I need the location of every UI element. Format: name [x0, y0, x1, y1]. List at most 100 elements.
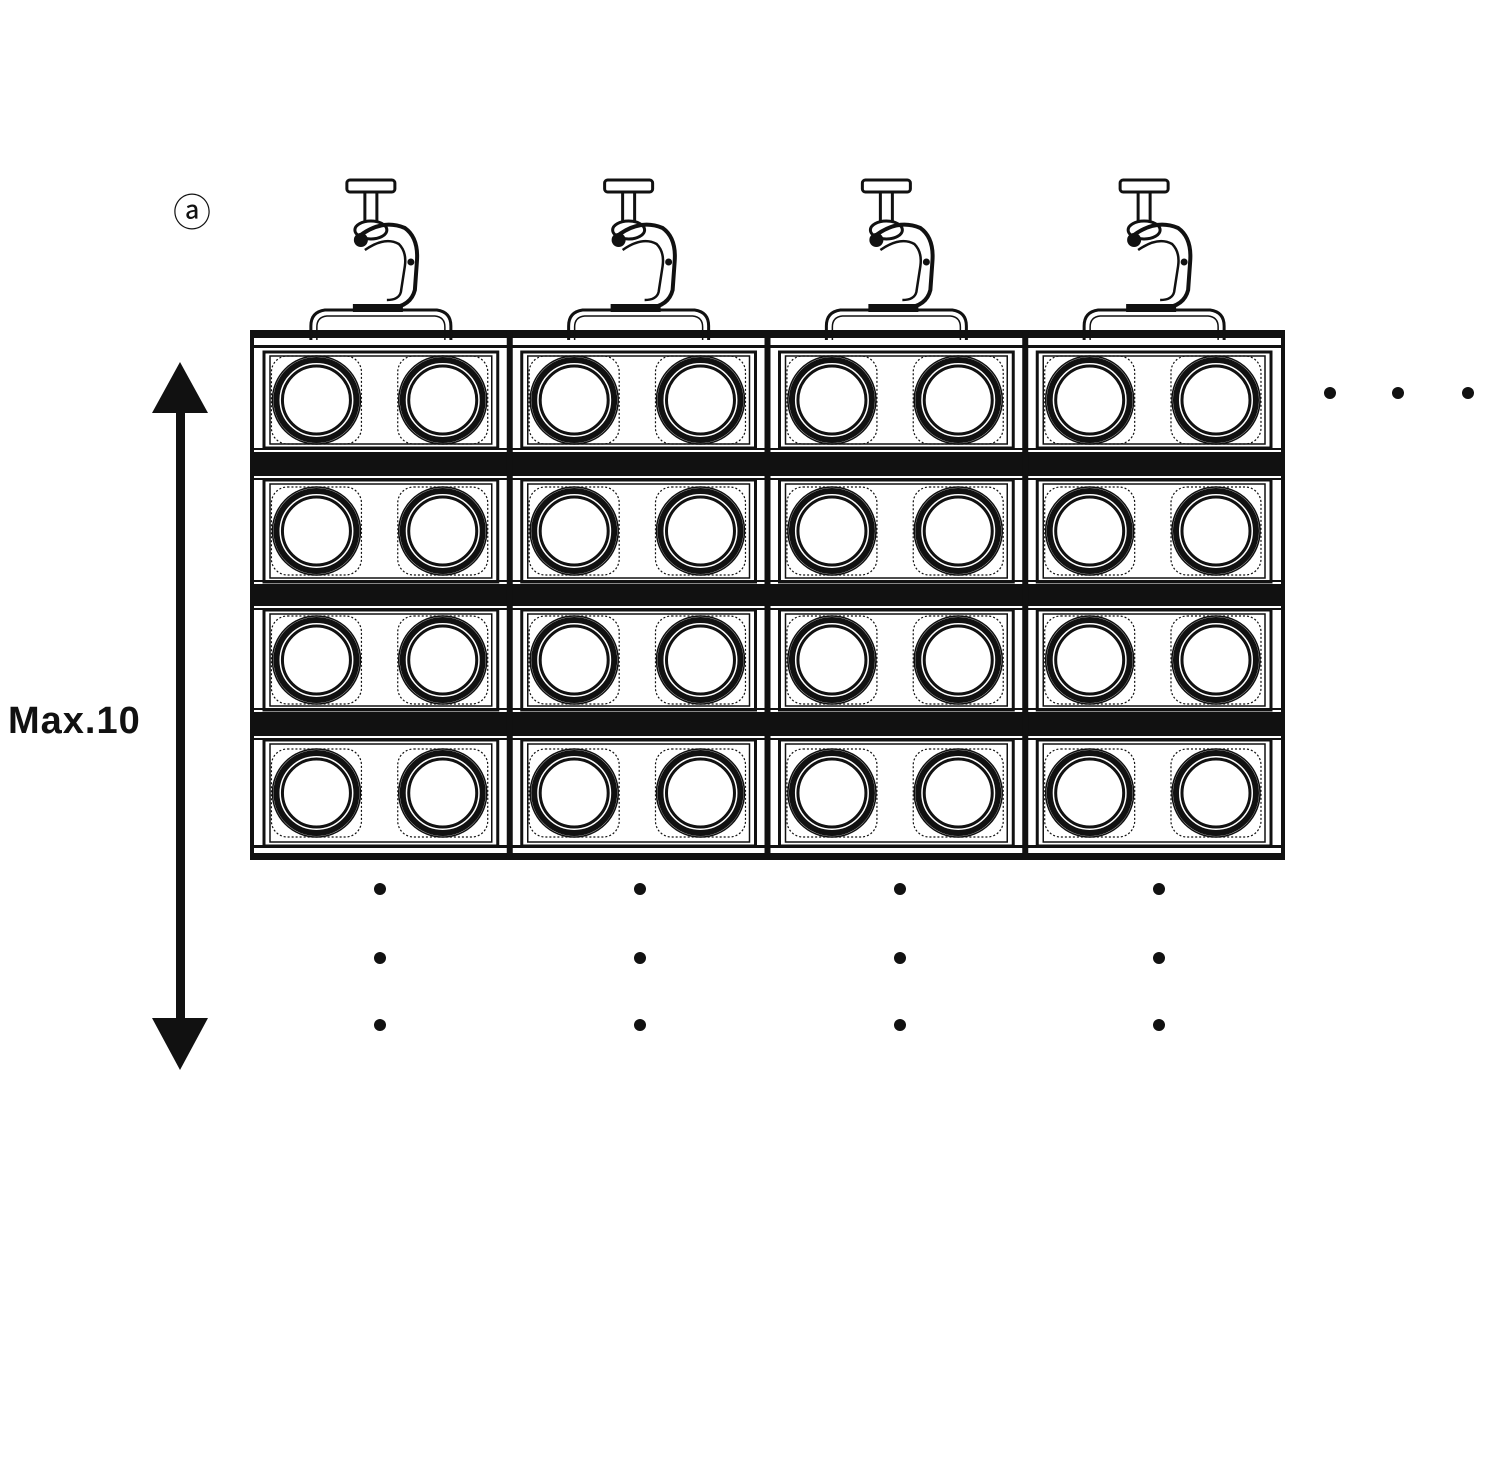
lens-icon: [1044, 355, 1136, 445]
lens-bezel: [788, 357, 875, 443]
fixture-unit: [778, 608, 1015, 712]
fixture-unit-inner: [784, 613, 1008, 707]
clamp-screw: [621, 190, 637, 224]
fixture-unit: [520, 738, 757, 848]
lens-glass: [1180, 757, 1252, 829]
lens-glass: [922, 364, 994, 436]
lens-bezel: [657, 488, 744, 574]
clamp-hook-inner: [879, 239, 922, 302]
lens-icon: [528, 615, 620, 705]
lens-icon: [912, 615, 1004, 705]
clamp-screw: [363, 190, 379, 224]
lens-bezel-outer: [655, 355, 746, 445]
clamp-icon: [1118, 178, 1193, 312]
lens-bezel: [788, 488, 875, 574]
lens-bezel-outer: [913, 748, 1003, 838]
lens-bezel-outer: [1171, 355, 1261, 445]
lens-icon: [786, 748, 878, 838]
dot: [634, 1019, 646, 1031]
omega-bracket-inner: [316, 315, 446, 340]
clamp-icon: [345, 178, 420, 312]
lens-icon: [654, 615, 747, 705]
clamp-pin: [665, 258, 673, 266]
lens-icon: [397, 748, 489, 838]
lens-bezel: [1046, 357, 1133, 443]
column-divider-2: [764, 332, 771, 858]
lens-icon: [1044, 748, 1136, 838]
clamp-base: [352, 304, 403, 312]
continuation-dots-icon: [374, 883, 1165, 1031]
lens-bezel-outer: [655, 748, 746, 838]
dot: [634, 883, 646, 895]
lens-icon: [528, 355, 620, 445]
lens-icon: [528, 486, 620, 576]
lens-glass: [407, 495, 479, 567]
arrow-head-down: [152, 1018, 208, 1070]
lens-glass: [407, 757, 479, 829]
lens-glass: [538, 495, 610, 567]
fixture-unit: [1035, 478, 1273, 584]
lens-glass: [538, 757, 610, 829]
clamp-base: [868, 304, 919, 312]
lens-bezel: [1172, 488, 1259, 574]
column-divider-3: [1022, 332, 1029, 858]
lens-icon: [1170, 615, 1262, 705]
lens-icon: [654, 486, 747, 576]
lens-icon: [270, 355, 363, 445]
fixture-unit-inner: [527, 483, 751, 579]
step-marker: ⓐ: [172, 191, 211, 235]
lens-bezel-outer: [787, 355, 877, 445]
clamp-handle: [345, 178, 397, 194]
fixture-unit: [778, 350, 1015, 450]
lens-bezel: [531, 357, 618, 443]
lens-glass: [664, 495, 736, 567]
omega-bracket-inner: [573, 315, 704, 340]
lens-bezel: [1046, 488, 1133, 574]
lens-icon: [270, 748, 363, 838]
lens-bezel-outer: [913, 486, 1003, 576]
arrow-head-up: [152, 362, 208, 413]
lens-bezel-outer: [1044, 355, 1135, 445]
lens-bezel: [657, 357, 744, 443]
lens-bezel: [1172, 750, 1259, 836]
lens-icon: [912, 748, 1004, 838]
lens-bezel: [531, 750, 618, 836]
lens-glass: [796, 757, 868, 829]
lens-bezel-outer: [787, 486, 877, 576]
clamp-handle: [860, 178, 912, 194]
lens-bezel-outer: [913, 355, 1003, 445]
dot: [634, 952, 646, 964]
clamp-base: [610, 304, 661, 312]
fixture-unit: [262, 350, 500, 450]
omega-bracket-inner: [1089, 315, 1219, 340]
dot: [1392, 387, 1404, 399]
dot: [374, 952, 386, 964]
clamp-hook-inner: [364, 239, 407, 302]
lens-bezel: [399, 488, 486, 574]
lens-bezel: [915, 357, 1002, 443]
fixture-unit-inner: [269, 355, 493, 445]
dot: [1324, 387, 1336, 399]
clamp-hook-inner: [621, 239, 665, 302]
lens-bezel: [273, 488, 360, 574]
lens-bezel-outer: [397, 355, 488, 445]
lens-bezel-outer: [397, 486, 488, 576]
lens-icon: [397, 486, 489, 576]
double-arrow-icon: [152, 362, 208, 1070]
lens-bezel: [273, 357, 360, 443]
fixture-unit-inner: [527, 743, 751, 843]
lens-bezel-outer: [271, 615, 362, 705]
lens-bezel-outer: [529, 355, 619, 445]
omega-bracket-inner: [831, 315, 962, 340]
lens-glass: [922, 624, 994, 696]
lens-bezel: [915, 617, 1002, 703]
arrow-shaft: [176, 405, 185, 1025]
clamp-pin: [922, 258, 930, 266]
clamp-icon: [860, 178, 935, 312]
fixture-unit: [778, 738, 1015, 848]
lens-icon: [270, 615, 363, 705]
fixture-unit-inner: [269, 743, 493, 843]
lens-bezel: [399, 357, 486, 443]
lens-bezel: [531, 617, 618, 703]
